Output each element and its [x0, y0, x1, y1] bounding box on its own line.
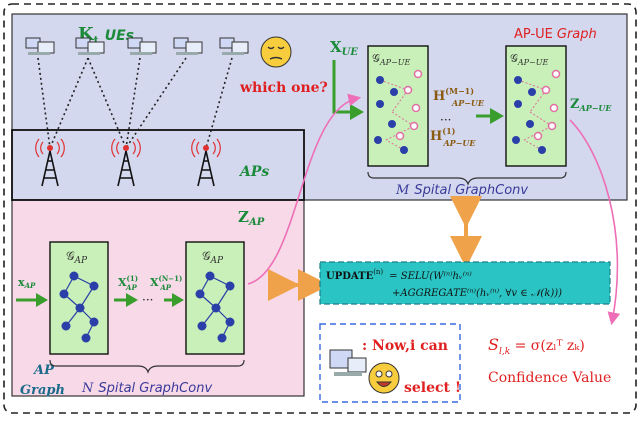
happy-face-icon — [368, 362, 400, 394]
now-can-line2: select ! — [404, 380, 461, 396]
update-box — [319, 261, 611, 305]
x-ue-connector — [332, 60, 352, 114]
x-ap-label: xAP — [18, 276, 36, 290]
x-ap-n-label: X(N−1)AP — [150, 274, 182, 292]
ue-device-icon — [75, 37, 105, 55]
ap-towers — [35, 138, 221, 187]
x-ap-1-arrow — [126, 293, 138, 307]
device-icon — [329, 349, 367, 376]
ap-ue-graph-nodes-first — [374, 69, 423, 154]
ap-graph-label-line2: Graph — [20, 383, 65, 398]
z-ap-label: ZAP — [238, 208, 265, 228]
x-ue-arrow — [350, 104, 364, 120]
g-ap-ue-label: 𝒢AP−UE — [372, 52, 410, 67]
ap-tower-icon — [111, 138, 141, 187]
ap-dots: ··· — [142, 293, 153, 307]
ap-graph-nodes-first — [59, 271, 99, 343]
ue-device-icon — [25, 37, 55, 55]
update-line2: +AGGREGATE⁽ⁿ⁾(hᵥ⁽ⁿ⁾, ∀v ∈ 𝒩(k))) — [392, 288, 562, 299]
z-ap-ue-label: ZAP−UE — [570, 97, 612, 113]
m-conv-brace — [367, 171, 567, 186]
g-ap-ue-label-2: 𝒢AP−UE — [510, 52, 548, 67]
ue-ap-links — [37, 57, 233, 149]
ap-to-apue-arrow — [247, 93, 362, 285]
x-ap-n-arrow — [172, 293, 184, 307]
ap-graph-nodes-last — [195, 271, 235, 343]
ue-device-icon — [127, 37, 157, 55]
score-formula: Sl,k = σ(zₗᵀ zₖ) — [488, 335, 585, 357]
g-ap-label-2: 𝒢AP — [202, 249, 224, 266]
ap-graph-box-first — [49, 241, 109, 355]
sad-face-icon — [260, 36, 292, 68]
ap-ue-graph-nodes-last — [512, 69, 561, 154]
x-ue-label: XUE — [330, 38, 358, 58]
n-conv-brace — [49, 359, 245, 374]
ap-tower-icon — [191, 138, 221, 187]
g-ap-label: 𝒢AP — [66, 249, 88, 266]
ap-ue-mid-arrow — [490, 108, 504, 124]
ap-graph-box-last — [185, 241, 245, 355]
now-can-line1: : Now,i can — [362, 338, 448, 354]
h-1-label: H(1)AP−UE — [430, 126, 476, 148]
ap-graph-label-line1: AP — [32, 363, 55, 378]
apue-to-score-arrow — [569, 119, 621, 326]
which-one-label: which one? — [239, 80, 328, 96]
ue-device-icon — [173, 37, 203, 55]
update-line1: UPDATE(n)= SELU(W⁽ⁿ⁾hᵥ⁽ⁿ⁾ — [326, 268, 472, 282]
h-m1-label: H(M−1)AP−UE — [433, 86, 485, 108]
ap-tower-icon — [35, 138, 65, 187]
aps-box — [11, 129, 305, 201]
aps-label: APs — [238, 164, 269, 180]
x-ap-arrow — [36, 293, 48, 307]
confidence-label: Confidence Value — [488, 370, 611, 386]
ap-ue-dots: ··· — [440, 113, 451, 127]
ue-devices — [25, 37, 249, 55]
ue-device-icon — [219, 37, 249, 55]
x-ap-1-label: X(1)AP — [118, 274, 138, 292]
